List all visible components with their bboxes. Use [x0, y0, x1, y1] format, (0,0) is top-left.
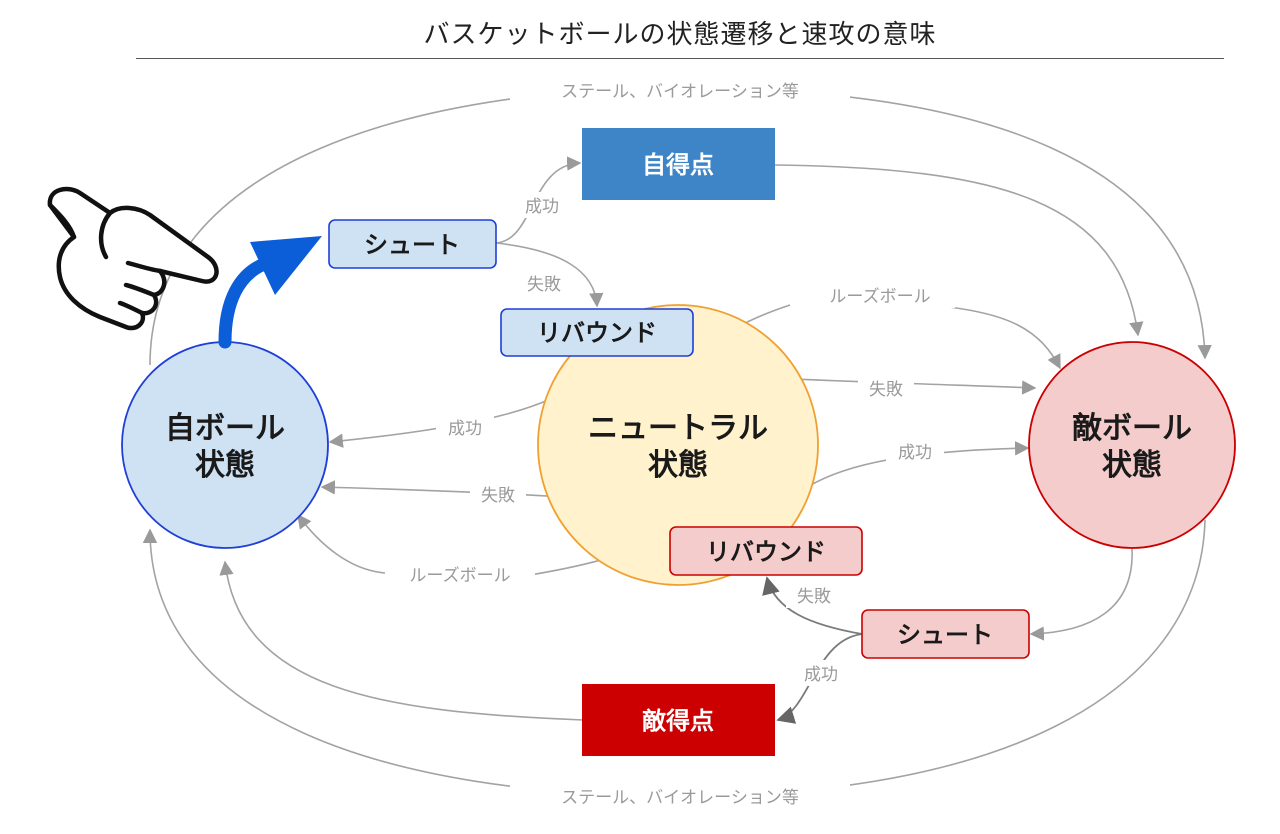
box-own-rebound: リバウンド: [500, 308, 694, 357]
box-enemy-shoot: シュート: [861, 609, 1030, 659]
svg-text:失敗: 失敗: [481, 486, 515, 506]
edge-enemy-score-to-own: [219, 560, 584, 721]
svg-text:ルーズボール: ルーズボール: [829, 287, 930, 307]
svg-text:敵ボール: 敵ボール: [1072, 411, 1192, 446]
pointing-hand-icon: [47, 186, 219, 331]
node-own-ball: 自ボール 状態: [121, 341, 329, 549]
edge-label-enemy-rebound-success: 成功: [886, 438, 944, 464]
svg-text:失敗: 失敗: [869, 380, 903, 400]
edge-label-enemy-shoot-fail: 失敗: [786, 582, 842, 608]
svg-text:失敗: 失敗: [527, 275, 561, 295]
svg-text:状態: 状態: [648, 448, 708, 483]
accent-arrow: [218, 236, 322, 349]
edge-label-loose-ball-bottom: ルーズボール: [385, 561, 535, 587]
edge-label-own-rebound-success: 成功: [436, 414, 494, 440]
box-own-score: 自得点: [582, 128, 775, 200]
svg-text:ニュートラル: ニュートラル: [588, 411, 768, 446]
svg-text:敵得点: 敵得点: [642, 707, 714, 735]
edge-label-steal-bottom: ステール、バイオレーション等: [510, 782, 850, 808]
title-rule: [136, 58, 1224, 59]
edge-own-shoot-fail: [495, 242, 604, 308]
svg-text:リバウンド: リバウンド: [537, 319, 657, 347]
svg-text:成功: 成功: [448, 419, 482, 439]
edge-label-enemy-rebound-fail: 失敗: [470, 481, 526, 507]
edge-own-score-to-enemy: [774, 164, 1144, 337]
svg-text:ルーズボール: ルーズボール: [409, 566, 510, 586]
svg-text:成功: 成功: [525, 197, 559, 217]
svg-text:状態: 状態: [1102, 448, 1162, 483]
node-enemy-ball: 敵ボール 状態: [1028, 341, 1236, 549]
svg-text:成功: 成功: [898, 443, 932, 463]
box-enemy-score: 敵得点: [582, 684, 775, 756]
diagram-title: バスケットボールの状態遷移と速攻の意味: [423, 20, 937, 50]
node-neutral: ニュートラル 状態: [537, 304, 819, 586]
svg-text:成功: 成功: [804, 665, 838, 685]
svg-text:シュート: シュート: [897, 621, 993, 649]
box-own-shoot: シュート: [328, 219, 497, 269]
svg-text:自得点: 自得点: [642, 151, 714, 179]
edge-label-own-shoot-fail: 失敗: [518, 270, 570, 296]
edge-label-steal-top: ステール、バイオレーション等: [510, 76, 850, 102]
edge-enemy-ball-to-shoot: [1029, 547, 1133, 641]
svg-text:ステール、バイオレーション等: ステール、バイオレーション等: [561, 788, 799, 808]
box-enemy-rebound: リバウンド: [669, 526, 863, 576]
svg-text:失敗: 失敗: [797, 587, 831, 607]
svg-text:状態: 状態: [195, 448, 255, 483]
edge-label-own-rebound-fail: 失敗: [858, 375, 914, 401]
edge-label-enemy-shoot-success: 成功: [792, 660, 850, 686]
edge-label-own-shoot-success: 成功: [516, 192, 568, 218]
svg-text:自ボール: 自ボール: [165, 411, 285, 446]
svg-text:シュート: シュート: [364, 231, 460, 259]
edge-label-loose-ball-top: ルーズボール: [805, 282, 955, 308]
edge-loose-ball-bottom-left: [297, 513, 386, 574]
svg-text:ステール、バイオレーション等: ステール、バイオレーション等: [561, 82, 799, 102]
edge-enemy-shoot-fail: [762, 576, 863, 635]
edge-loose-ball-top: [929, 304, 1061, 370]
svg-text:リバウンド: リバウンド: [706, 538, 826, 566]
